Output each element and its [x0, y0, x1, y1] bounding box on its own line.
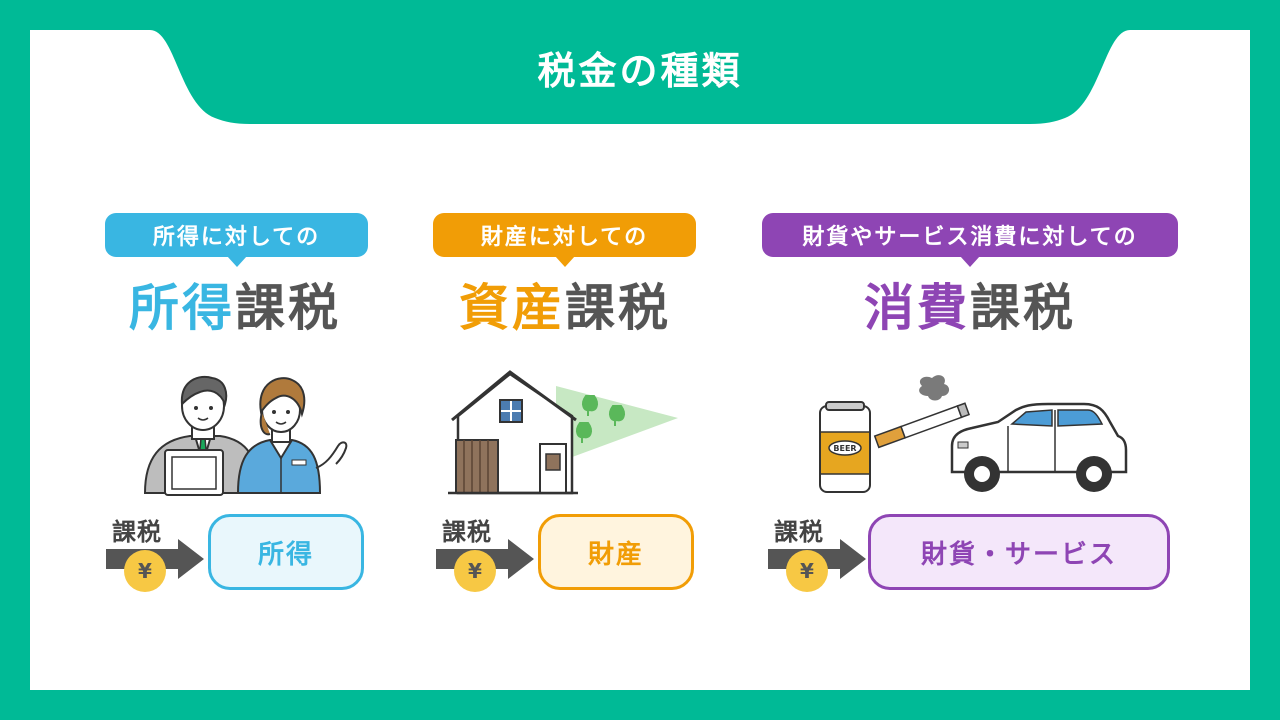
consumption-heading-rest: 課税	[970, 279, 1076, 337]
office-workers-icon	[143, 375, 348, 496]
beer-cigarette-car-icon: BEER	[819, 375, 1128, 493]
income-target-box: 所得	[208, 514, 364, 590]
property-heading-rest: 課税	[565, 279, 671, 337]
income-heading: 所得課税	[100, 268, 370, 340]
beer-label: BEER	[833, 444, 856, 453]
consumption-target-box: 財貨・サービス	[868, 514, 1170, 590]
income-bubble: 所得に対しての	[105, 213, 368, 267]
consumption-heading: 消費課税	[835, 268, 1105, 340]
title-tab	[150, 30, 1130, 124]
property-flow-label: 課税	[442, 518, 492, 546]
property-heading-accent: 資産	[459, 279, 565, 337]
consumption-yen-coin: ¥	[786, 550, 828, 592]
consumption-flow-label: 課税	[774, 518, 824, 546]
consumption-bubble: 財貨やサービス消費に対しての	[762, 213, 1178, 267]
page-title: 税金の種類	[537, 49, 743, 93]
property-target-box: 財産	[538, 514, 694, 590]
income-heading-accent: 所得	[129, 279, 235, 337]
property-bubble: 財産に対しての	[433, 213, 696, 267]
income-heading-rest: 課税	[235, 279, 341, 337]
income-flow-label: 課税	[112, 518, 162, 546]
consumption-heading-accent: 消費	[864, 279, 970, 337]
house-and-land-icon	[448, 370, 678, 495]
property-yen-coin: ¥	[454, 550, 496, 592]
income-yen-coin: ¥	[124, 550, 166, 592]
property-heading: 資産課税	[430, 268, 700, 340]
